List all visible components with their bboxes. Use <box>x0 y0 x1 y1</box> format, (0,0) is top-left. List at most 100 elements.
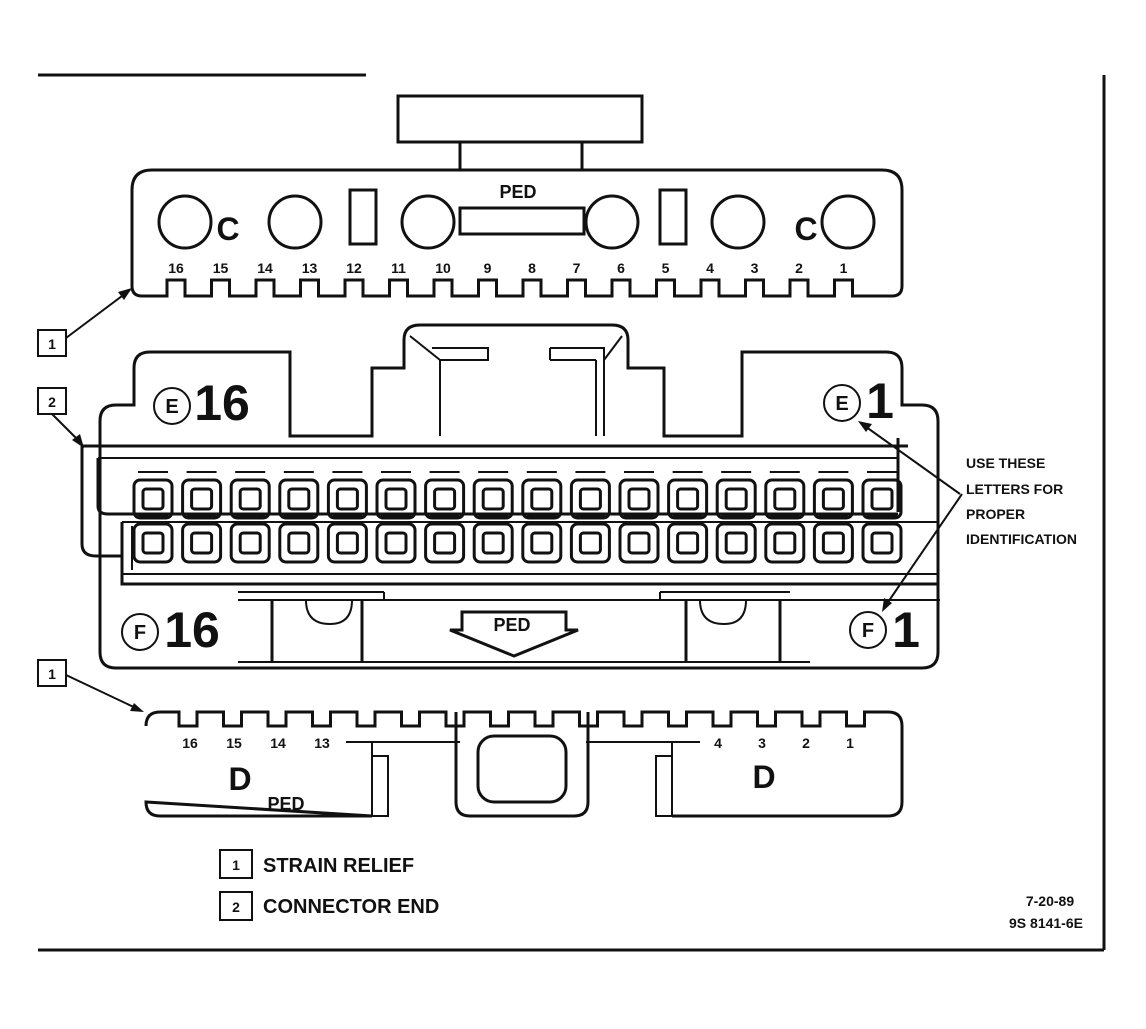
legend-text-2: CONNECTOR END <box>263 896 439 918</box>
cavity-outer <box>472 522 514 564</box>
top-round-cavity <box>584 194 640 250</box>
cavity-inner <box>238 531 262 555</box>
cavity-outer <box>326 478 368 520</box>
callout-1-bottom-number: 1 <box>48 666 56 682</box>
cavity-inner <box>335 487 359 511</box>
top-letter-c-left: C <box>216 211 239 247</box>
letter-circle-f-right <box>849 611 887 649</box>
bottom-pin-number: 13 <box>314 735 330 751</box>
cavity-outer <box>812 522 854 564</box>
cavity-outer <box>618 522 660 564</box>
cavity-outer <box>181 478 223 520</box>
cavity-inner <box>335 531 359 555</box>
cavity-inner <box>433 487 457 511</box>
top-pin-number: 7 <box>573 260 581 276</box>
top-pin-number: 2 <box>795 260 803 276</box>
callout-1-top: 1 <box>37 288 132 357</box>
note-line-1: USE THESE <box>966 455 1045 471</box>
cavity-outer <box>618 478 660 520</box>
cavity-outer <box>715 522 757 564</box>
left-flange <box>80 446 122 558</box>
cavity-inner <box>433 531 457 555</box>
bottom-pin-number: 3 <box>758 735 766 751</box>
bottom-pin-number: 4 <box>714 735 722 751</box>
cavity-inner <box>530 487 554 511</box>
number-1-bottom: 1 <box>892 602 920 658</box>
cavity-outer <box>667 522 709 564</box>
legend: 1 STRAIN RELIEF 2 CONNECTOR END <box>219 849 439 921</box>
cavity-inner <box>481 531 505 555</box>
cavity-inner <box>287 531 311 555</box>
footer-ref: 9S 8141-6E <box>1009 915 1083 931</box>
cavity-inner <box>821 487 845 511</box>
cavity-outer <box>229 478 271 520</box>
letter-f-right: F <box>862 620 874 642</box>
top-pin-number: 13 <box>302 260 318 276</box>
cavity-inner <box>578 531 602 555</box>
cavity-outer <box>424 478 466 520</box>
lower-housing <box>120 522 938 586</box>
top-pin-number: 4 <box>706 260 714 276</box>
note-line-4: IDENTIFICATION <box>966 531 1077 547</box>
bottom-pin-number: 1 <box>846 735 854 751</box>
top-pin-number: 1 <box>840 260 848 276</box>
cavity-inner <box>870 487 894 511</box>
cavity-inner <box>384 487 408 511</box>
letter-circle-f-left <box>121 613 159 651</box>
ped-arrow <box>449 610 579 658</box>
connector-end: PED E 16 E 1 F 16 F 1 <box>80 323 940 670</box>
cavity-inner <box>238 487 262 511</box>
cavity-outer <box>424 522 466 564</box>
cavity-outer <box>375 522 417 564</box>
cavity-outer <box>472 478 514 520</box>
cavity-inner <box>627 487 651 511</box>
cavity-inner <box>773 487 797 511</box>
cavity-outer <box>521 522 563 564</box>
top-pin-number: 6 <box>617 260 625 276</box>
cavity-inner <box>676 531 700 555</box>
top-pin-number: 12 <box>346 260 362 276</box>
cavity-outer <box>667 478 709 520</box>
note-line-2: LETTERS FOR <box>966 481 1063 497</box>
callout-2-number: 2 <box>48 394 56 410</box>
bottom-letter-d-right: D <box>752 759 775 795</box>
cavity-inner <box>773 531 797 555</box>
top-ped-slot <box>458 206 586 236</box>
number-16-top: 16 <box>194 375 250 431</box>
cavity-outer <box>764 522 806 564</box>
top-round-cavity <box>400 194 456 250</box>
top-pin-number: 11 <box>391 260 406 276</box>
cavity-outer <box>132 522 174 564</box>
top-pin-number: 10 <box>435 260 451 276</box>
cavity-outer <box>715 478 757 520</box>
letter-f-left: F <box>134 622 146 644</box>
cavity-inner <box>821 531 845 555</box>
cavity-inner <box>530 531 554 555</box>
letter-e-right: E <box>835 393 848 415</box>
callout-1-top-number: 1 <box>48 336 56 352</box>
cavity-inner <box>190 487 214 511</box>
cavity-inner <box>724 487 748 511</box>
top-letter-c-right: C <box>794 211 817 247</box>
connector-end-outline <box>98 323 940 670</box>
legend-text-1: STRAIN RELIEF <box>263 855 414 877</box>
callout-1-bottom: 1 <box>37 659 144 712</box>
top-rect-cavity-left <box>348 188 378 246</box>
top-pin-number: 8 <box>528 260 536 276</box>
number-16-bottom: 16 <box>164 602 220 658</box>
bottom-pin-number: 14 <box>270 735 286 751</box>
cavity-outer <box>132 478 174 520</box>
bottom-ped-label: PED <box>267 794 304 814</box>
cavity-inner <box>870 531 894 555</box>
top-pin-number: 15 <box>213 260 229 276</box>
cavity-outer <box>229 522 271 564</box>
cavity-outer <box>326 522 368 564</box>
top-round-cavity <box>267 194 323 250</box>
legend-num-1: 1 <box>232 857 240 873</box>
top-pin-number: 5 <box>662 260 670 276</box>
cavity-inner <box>676 487 700 511</box>
